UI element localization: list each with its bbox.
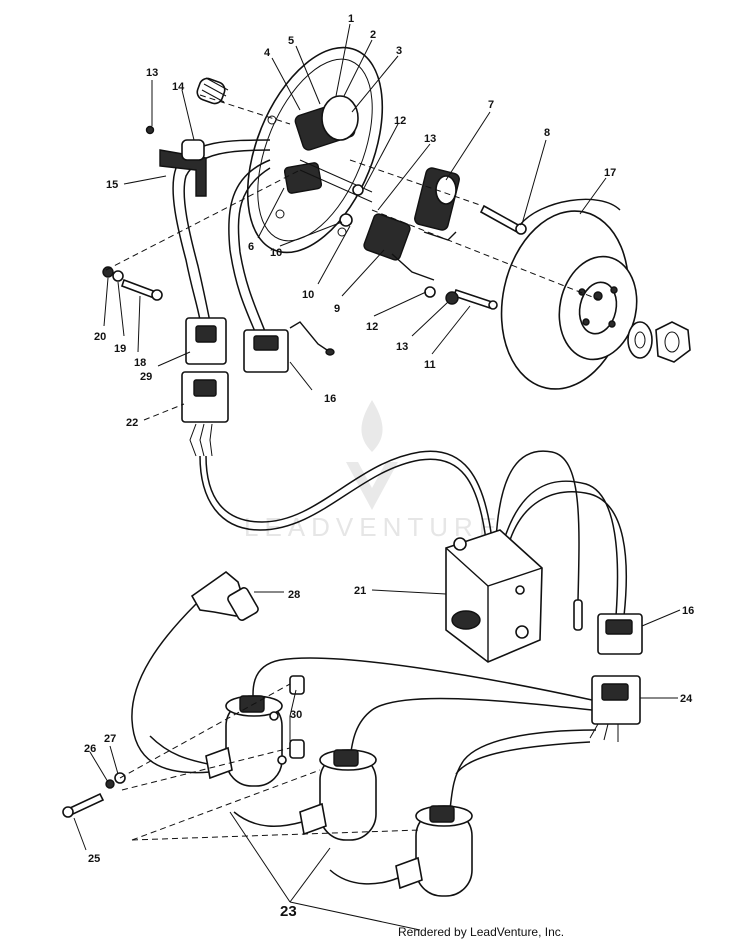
callout-13-lower: 13 — [396, 341, 408, 353]
leadventure-watermark: LEADVENTURE — [244, 400, 502, 542]
callout-14: 14 — [172, 81, 185, 93]
callout-1: 1 — [348, 13, 354, 25]
callout-16-lower: 16 — [682, 605, 694, 617]
lower-assembly-lines — [119, 683, 421, 841]
callout-6: 6 — [248, 241, 254, 253]
cable-grommet — [196, 77, 229, 105]
callout-19: 19 — [114, 343, 126, 355]
callout-25: 25 — [88, 853, 100, 865]
callout-29: 29 — [140, 371, 152, 383]
callout-12-upper: 12 — [394, 115, 406, 127]
callout-10-upper: 10 — [270, 247, 282, 259]
connector-22 — [181, 371, 229, 457]
screw-and-washers — [102, 266, 163, 301]
cdi-box — [445, 529, 543, 663]
callout-21: 21 — [354, 585, 366, 597]
connector-cdi-16 — [597, 613, 643, 655]
callout-9: 9 — [334, 303, 340, 315]
callout-4: 4 — [264, 47, 271, 59]
callout-24: 24 — [680, 693, 693, 705]
callout-17: 17 — [604, 167, 616, 179]
callout-15: 15 — [106, 179, 118, 191]
callout-20: 20 — [94, 331, 106, 343]
callout-30: 30 — [290, 709, 302, 721]
connector-29 — [185, 317, 227, 365]
callout-13-mid: 13 — [424, 133, 436, 145]
ignition-coil-1 — [149, 695, 283, 787]
leader-lines — [73, 23, 681, 931]
callout-2: 2 — [370, 29, 376, 41]
ignition-coil-wires — [252, 657, 597, 811]
callout-23: 23 — [280, 903, 297, 920]
ignition-coil-2 — [233, 749, 377, 841]
callout-27: 27 — [104, 733, 116, 745]
callout-18: 18 — [134, 357, 146, 369]
callout-13-left: 13 — [146, 67, 158, 79]
exciter-coil — [363, 213, 435, 281]
callout-10-lower: 10 — [302, 289, 314, 301]
stator-plate-assembly — [246, 46, 384, 254]
flywheel — [500, 198, 638, 390]
ignition-coil-3 — [329, 805, 473, 897]
connector-24 — [589, 675, 641, 742]
cdi-harness — [199, 450, 628, 631]
credit-text: Rendered by LeadVenture, Inc. — [398, 925, 564, 939]
callout-26: 26 — [84, 743, 96, 755]
callout-5: 5 — [288, 35, 294, 47]
upper-assembly-lines — [105, 94, 601, 301]
callout-12-lower: 12 — [366, 321, 378, 333]
callout-8: 8 — [544, 127, 550, 139]
stator-wire-harness — [159, 139, 271, 335]
flywheel-nut-and-washer — [627, 321, 691, 363]
callout-3: 3 — [396, 45, 402, 57]
callout-11: 11 — [424, 359, 436, 371]
callout-labels: 1 2 3 4 5 6 7 8 9 10 10 11 12 12 13 13 1… — [84, 13, 694, 920]
watermark-text: LEADVENTURE — [244, 512, 502, 542]
callout-16-upper: 16 — [324, 393, 336, 405]
callout-28: 28 — [288, 589, 300, 601]
connector-stator-16 — [243, 321, 335, 373]
callout-7: 7 — [488, 99, 494, 111]
spark-plug-cap — [131, 570, 259, 774]
callout-22: 22 — [126, 417, 138, 429]
